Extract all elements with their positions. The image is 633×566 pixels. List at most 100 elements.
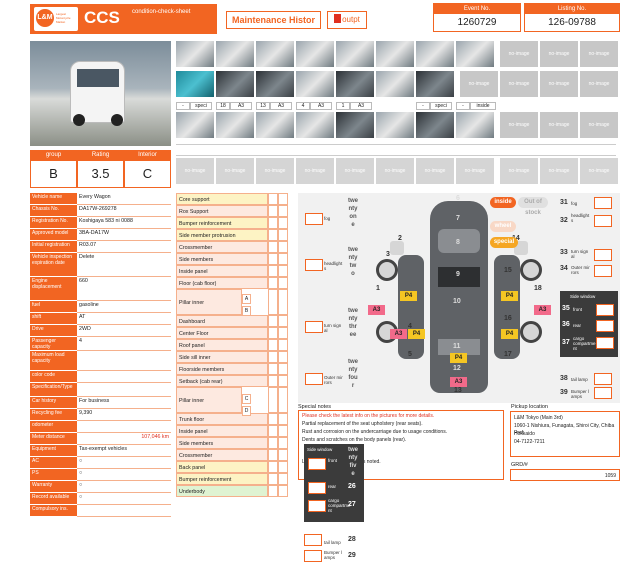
checklist-cell[interactable]	[278, 387, 288, 413]
turn-signal-left-checkbox[interactable]	[305, 321, 323, 333]
photo-thumbnail[interactable]	[416, 71, 454, 97]
checklist-cell[interactable]	[278, 205, 288, 217]
outer-mirror-right-checkbox[interactable]	[594, 265, 612, 277]
checklist-cell[interactable]	[268, 241, 278, 253]
checklist-cell[interactable]	[268, 473, 278, 485]
vehicle-wheel	[111, 114, 123, 126]
photo-thumbnail[interactable]	[336, 112, 374, 138]
headlight-right-checkbox[interactable]	[594, 215, 612, 227]
fog-left-checkbox[interactable]	[305, 213, 323, 225]
checklist-cell[interactable]	[278, 217, 288, 229]
photo-thumbnail[interactable]	[376, 71, 414, 97]
checklist-cell[interactable]	[268, 413, 278, 425]
checklist-cell[interactable]	[268, 351, 278, 363]
turn-signal-left-label: turn sign al	[324, 323, 342, 333]
checklist-cell[interactable]	[278, 425, 288, 437]
fog-right-checkbox[interactable]	[594, 197, 612, 209]
checklist-cell[interactable]	[268, 289, 278, 315]
headlight-left-checkbox[interactable]	[305, 259, 323, 271]
photo-thumbnail[interactable]	[256, 71, 294, 97]
lower-tail-lamp-checkbox[interactable]	[304, 534, 322, 546]
checklist-cell[interactable]	[278, 437, 288, 449]
checklist-cell[interactable]	[278, 351, 288, 363]
checklist-cell[interactable]	[278, 461, 288, 473]
photo-thumbnail[interactable]	[376, 112, 414, 138]
checklist-cell[interactable]	[268, 315, 278, 327]
checklist-cell[interactable]	[268, 193, 278, 205]
checklist-cell[interactable]	[278, 449, 288, 461]
window-front-checkbox[interactable]	[596, 304, 614, 316]
photo-thumbnail[interactable]	[296, 41, 334, 67]
maintenance-history-button[interactable]: Maintenance Histor	[226, 11, 321, 29]
checklist-cell[interactable]	[278, 327, 288, 339]
checklist-cell[interactable]	[268, 363, 278, 375]
photo-caption: speci	[430, 102, 452, 110]
outer-mirror-left-checkbox[interactable]	[305, 373, 323, 385]
no-image-placeholder: no-image	[176, 158, 214, 184]
photo-thumbnail[interactable]	[216, 71, 254, 97]
checklist-cell[interactable]	[268, 461, 278, 473]
checklist-cell[interactable]	[268, 327, 278, 339]
photo-thumbnail[interactable]	[336, 41, 374, 67]
turn-signal-right-checkbox[interactable]	[594, 249, 612, 261]
checklist-cell[interactable]	[278, 241, 288, 253]
checklist-cell[interactable]	[268, 253, 278, 265]
lower-bumper-lamp-checkbox[interactable]	[304, 550, 322, 562]
photo-thumbnail[interactable]	[176, 41, 214, 67]
photo-thumbnail[interactable]	[456, 41, 494, 67]
photo-thumbnail[interactable]	[176, 71, 214, 97]
checklist-cell[interactable]	[268, 339, 278, 351]
tail-lamp-right-checkbox[interactable]	[594, 373, 612, 385]
photo-thumbnail[interactable]	[216, 112, 254, 138]
photo-caption: 18	[216, 102, 230, 110]
zone-3: 3	[386, 251, 390, 258]
checklist-cell[interactable]	[278, 363, 288, 375]
output-pdf-button[interactable]: outpt	[327, 11, 367, 29]
window-rear-checkbox[interactable]	[596, 320, 614, 332]
checklist-cell[interactable]	[278, 315, 288, 327]
photo-thumbnail[interactable]	[256, 41, 294, 67]
no-image-placeholder: no-image	[216, 158, 254, 184]
checklist-cell[interactable]	[278, 265, 288, 277]
photo-thumbnail[interactable]	[336, 71, 374, 97]
checklist-cell[interactable]	[268, 425, 278, 437]
checklist-cell[interactable]	[278, 375, 288, 387]
bumper-lamp-right-checkbox[interactable]	[594, 387, 612, 399]
checklist-cell[interactable]	[278, 193, 288, 205]
checklist-cell[interactable]	[268, 485, 278, 497]
checklist-cell[interactable]	[278, 473, 288, 485]
vehicle-field-value: ○	[77, 469, 171, 481]
photo-thumbnail[interactable]	[456, 112, 494, 138]
lower-rear-checkbox[interactable]	[308, 482, 326, 494]
checklist-cell[interactable]	[268, 437, 278, 449]
checklist-cell[interactable]	[278, 485, 288, 497]
window-cargo-checkbox[interactable]	[596, 337, 614, 349]
checklist-cell[interactable]	[268, 265, 278, 277]
checklist-cell[interactable]	[278, 339, 288, 351]
checklist-item: Inside panel	[176, 265, 268, 277]
checklist-cell[interactable]	[278, 413, 288, 425]
main-vehicle-photo[interactable]	[30, 41, 171, 146]
checklist-cell[interactable]	[268, 229, 278, 241]
photo-thumbnail[interactable]	[216, 41, 254, 67]
checklist-cell[interactable]	[268, 387, 278, 413]
photo-thumbnail[interactable]	[416, 41, 454, 67]
checklist-cell[interactable]	[278, 229, 288, 241]
checklist-cell[interactable]	[268, 217, 278, 229]
checklist-cell[interactable]	[278, 277, 288, 289]
photo-thumbnail[interactable]	[296, 112, 334, 138]
checklist-cell[interactable]	[268, 205, 278, 217]
checklist-cell[interactable]	[278, 289, 288, 315]
lower-front-checkbox[interactable]	[308, 458, 326, 470]
checklist-cell[interactable]	[268, 277, 278, 289]
checklist-cell[interactable]	[268, 375, 278, 387]
photo-thumbnail[interactable]	[376, 41, 414, 67]
lower-cargo-checkbox[interactable]	[308, 500, 326, 512]
checklist-cell[interactable]	[268, 449, 278, 461]
photo-thumbnail[interactable]	[296, 71, 334, 97]
right-num-32: 32	[560, 217, 568, 224]
photo-thumbnail[interactable]	[416, 112, 454, 138]
checklist-cell[interactable]	[278, 253, 288, 265]
photo-thumbnail[interactable]	[256, 112, 294, 138]
photo-thumbnail[interactable]	[176, 112, 214, 138]
